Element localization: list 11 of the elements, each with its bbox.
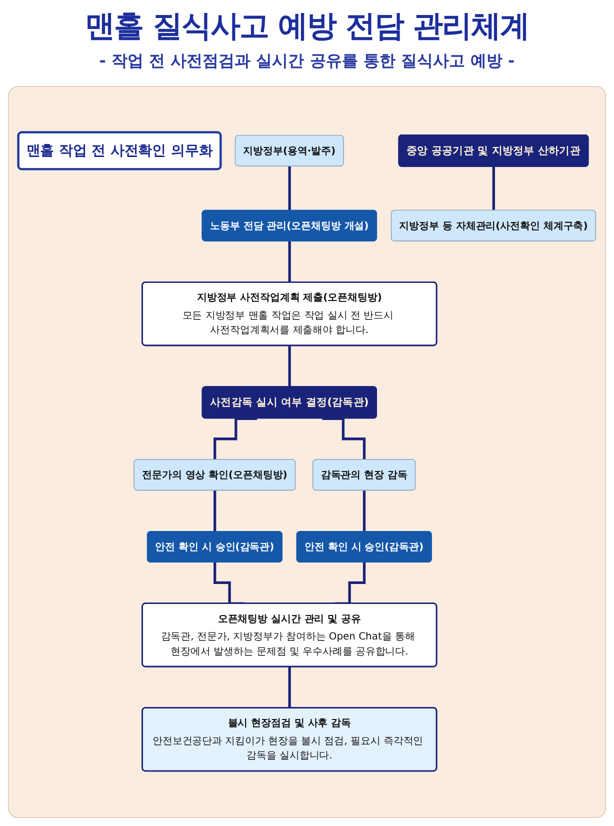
- connector: [214, 418, 258, 462]
- connector: [288, 666, 292, 710]
- connector: [214, 490, 216, 534]
- connector: [362, 490, 366, 534]
- connector: [288, 344, 292, 389]
- background-panel: 맨홀 작업 전 사전확인 의무화 지방정부(용역·발주) 중앙 공공기관 및 지방정부 산하기관 노동부 전담 관리(오픈채팅방 개설) 지방정부 등 자체관리(사전확인 체계구축) 지방정부 사전작업계획 제출(오픈채팅방) 모든 지방정부 맨홀 작업은 작업 실시 전 반드시 사전작업계획서를 제출해야 합니다. 사전감독 실시 여부 결정(감독관) 전문가의 영상 확인(오픈채팅방) 감독관의 현장 감독 안전 확인 시 승인(감독관) 안전 확인 시 승인(감독관) 오픈채팅방 실시간 관리 및 공유 감독관, 전문가, 지방정부가 참여하는 Open Chat을 통해 현장에서 발생하는 문제점 및 우수사례를 공유합니다. 불시 현장점검 및 사후 감독 안전보건공단과 지킴이가 현장을 불시 점검, 필요시 즉각적인 감독을 실시합니다.: [8, 86, 606, 818]
- connector: [492, 166, 496, 212]
- connector: [322, 418, 366, 462]
- subtitle: - 작업 전 사전점검과 실시간 공유를 통한 질식사고 예방 -: [99, 51, 515, 72]
- connector: [288, 165, 292, 212]
- title: 맨홀 질식사고 예방 전담 관리체계: [84, 8, 530, 46]
